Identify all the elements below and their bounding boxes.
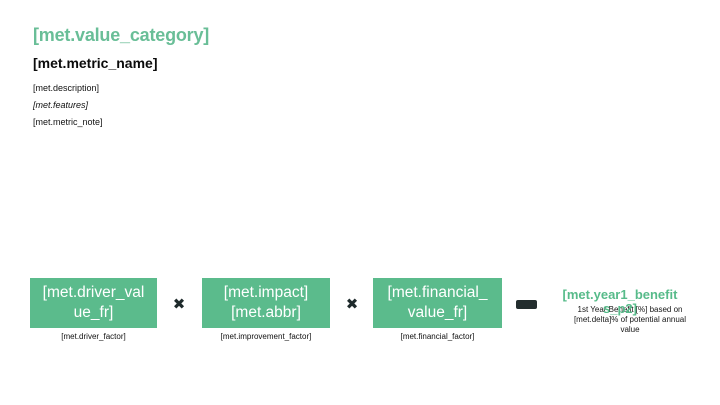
driver-value-box: [met.driver_value_fr]: [30, 278, 157, 328]
multiply-icon: ✖: [172, 296, 186, 313]
financial-factor-caption: [met.financial_factor]: [400, 332, 475, 341]
financial-value-box: [met.financial_value_fr]: [373, 278, 502, 328]
result-note-line: 1st Year Benefit [%] based on: [577, 305, 683, 314]
impact-label: [met.impact]: [223, 284, 309, 301]
result-note-line: [met.delta]% of potential annual: [573, 315, 687, 324]
metric-features-text: [met.features]: [33, 100, 89, 110]
driver-factor-caption: [met.driver_factor]: [61, 332, 126, 341]
multiply-icon: ✖: [345, 296, 359, 313]
year1-benefits-result-note: 1st Year Benefit [%] based on [met.delta…: [550, 305, 710, 335]
result-note-line: value: [620, 325, 640, 334]
abbr-label: [met.abbr]: [231, 304, 301, 321]
driver-value-label: [met.driver_value_fr]: [42, 284, 145, 321]
value-category-heading: [met.value_category]: [33, 25, 210, 45]
financial-value-label: [met.financial_value_fr]: [387, 284, 488, 321]
metric-name-heading: [met.metric_name]: [33, 55, 158, 71]
metric-note-text: [met.metric_note]: [33, 117, 103, 127]
equals-icon: [516, 300, 537, 309]
improvement-factor-caption: [met.improvement_factor]: [220, 332, 312, 341]
year1-benefits-result-label: [met.year1_benefits_p2]: [562, 287, 678, 316]
impact-box: [met.impact] [met.abbr]: [202, 278, 330, 328]
metric-description-text: [met.description]: [33, 83, 100, 93]
